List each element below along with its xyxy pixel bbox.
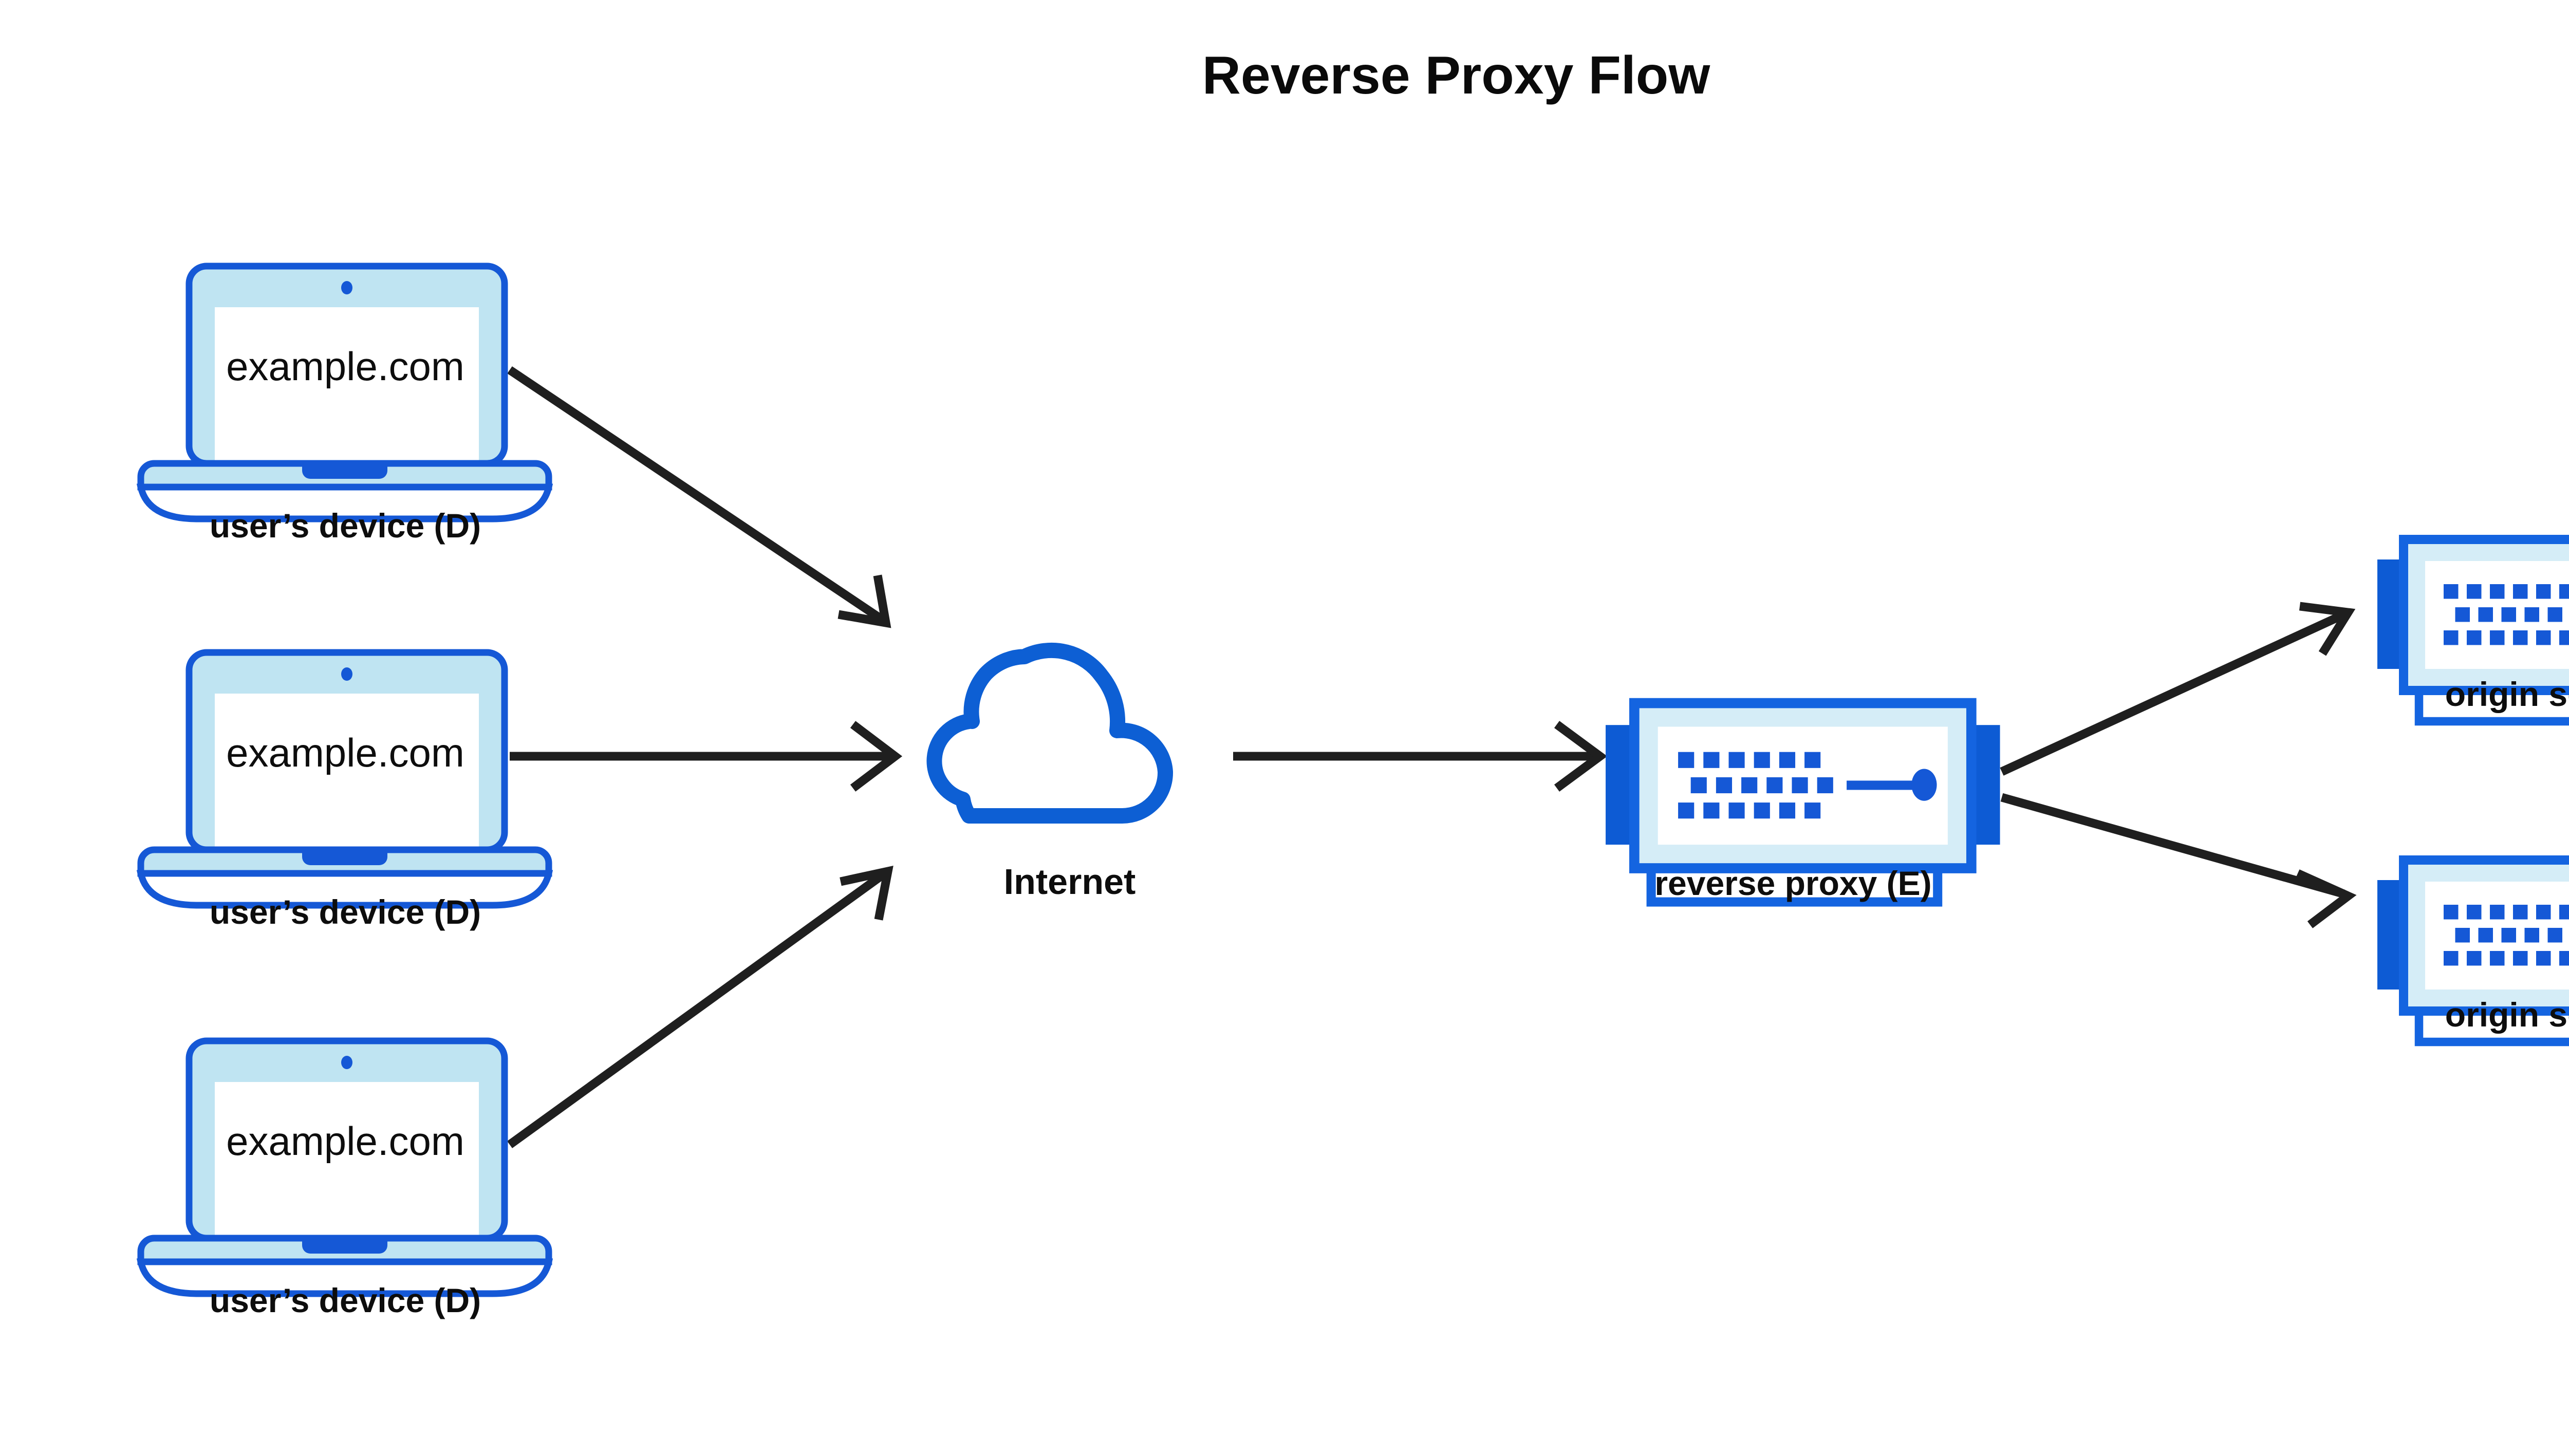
arrow-internet-to-proxy	[1233, 721, 1608, 792]
node-label-user-device-1: user’s device (D)	[210, 507, 481, 545]
page-title: Reverse Proxy Flow	[1202, 46, 1711, 105]
node-user-device-1[interactable]: example.com user’s device (D)	[141, 266, 549, 545]
laptop-screen-url: example.com	[226, 730, 464, 775]
arrow-proxy-to-origin2	[2000, 793, 2357, 928]
connection-arrows	[507, 366, 2357, 1148]
arrow-proxy-to-origin1	[2000, 602, 2356, 776]
arrow-device3-to-internet	[507, 865, 893, 1148]
node-user-device-2[interactable]: example.com user’s device (D)	[141, 652, 549, 931]
arrow-device2-to-internet	[510, 721, 903, 792]
laptop-icon	[141, 652, 549, 905]
laptop-screen-url: example.com	[226, 344, 464, 389]
node-label-origin-server-2: origin server (F)	[2445, 996, 2569, 1034]
node-label-user-device-2: user’s device (D)	[210, 893, 481, 931]
node-label-reverse-proxy: reverse proxy (E)	[1654, 864, 1931, 902]
node-internet[interactable]: Internet	[934, 650, 1165, 902]
arrow-device1-to-internet	[507, 366, 891, 628]
laptop-screen-url: example.com	[226, 1118, 464, 1164]
node-origin-server-1[interactable]: origin server (F)	[2377, 539, 2569, 721]
node-reverse-proxy[interactable]: reverse proxy (E)	[1606, 703, 2000, 902]
laptop-icon	[141, 1041, 549, 1294]
node-user-device-3[interactable]: example.com user’s device (D)	[141, 1041, 549, 1319]
cloud-icon	[934, 650, 1165, 816]
laptop-icon	[141, 266, 549, 519]
node-label-origin-server-1: origin server (F)	[2445, 675, 2569, 713]
node-origin-server-2[interactable]: origin server (F)	[2377, 860, 2569, 1042]
node-label-user-device-3: user’s device (D)	[210, 1281, 481, 1319]
node-label-internet: Internet	[1004, 862, 1136, 902]
